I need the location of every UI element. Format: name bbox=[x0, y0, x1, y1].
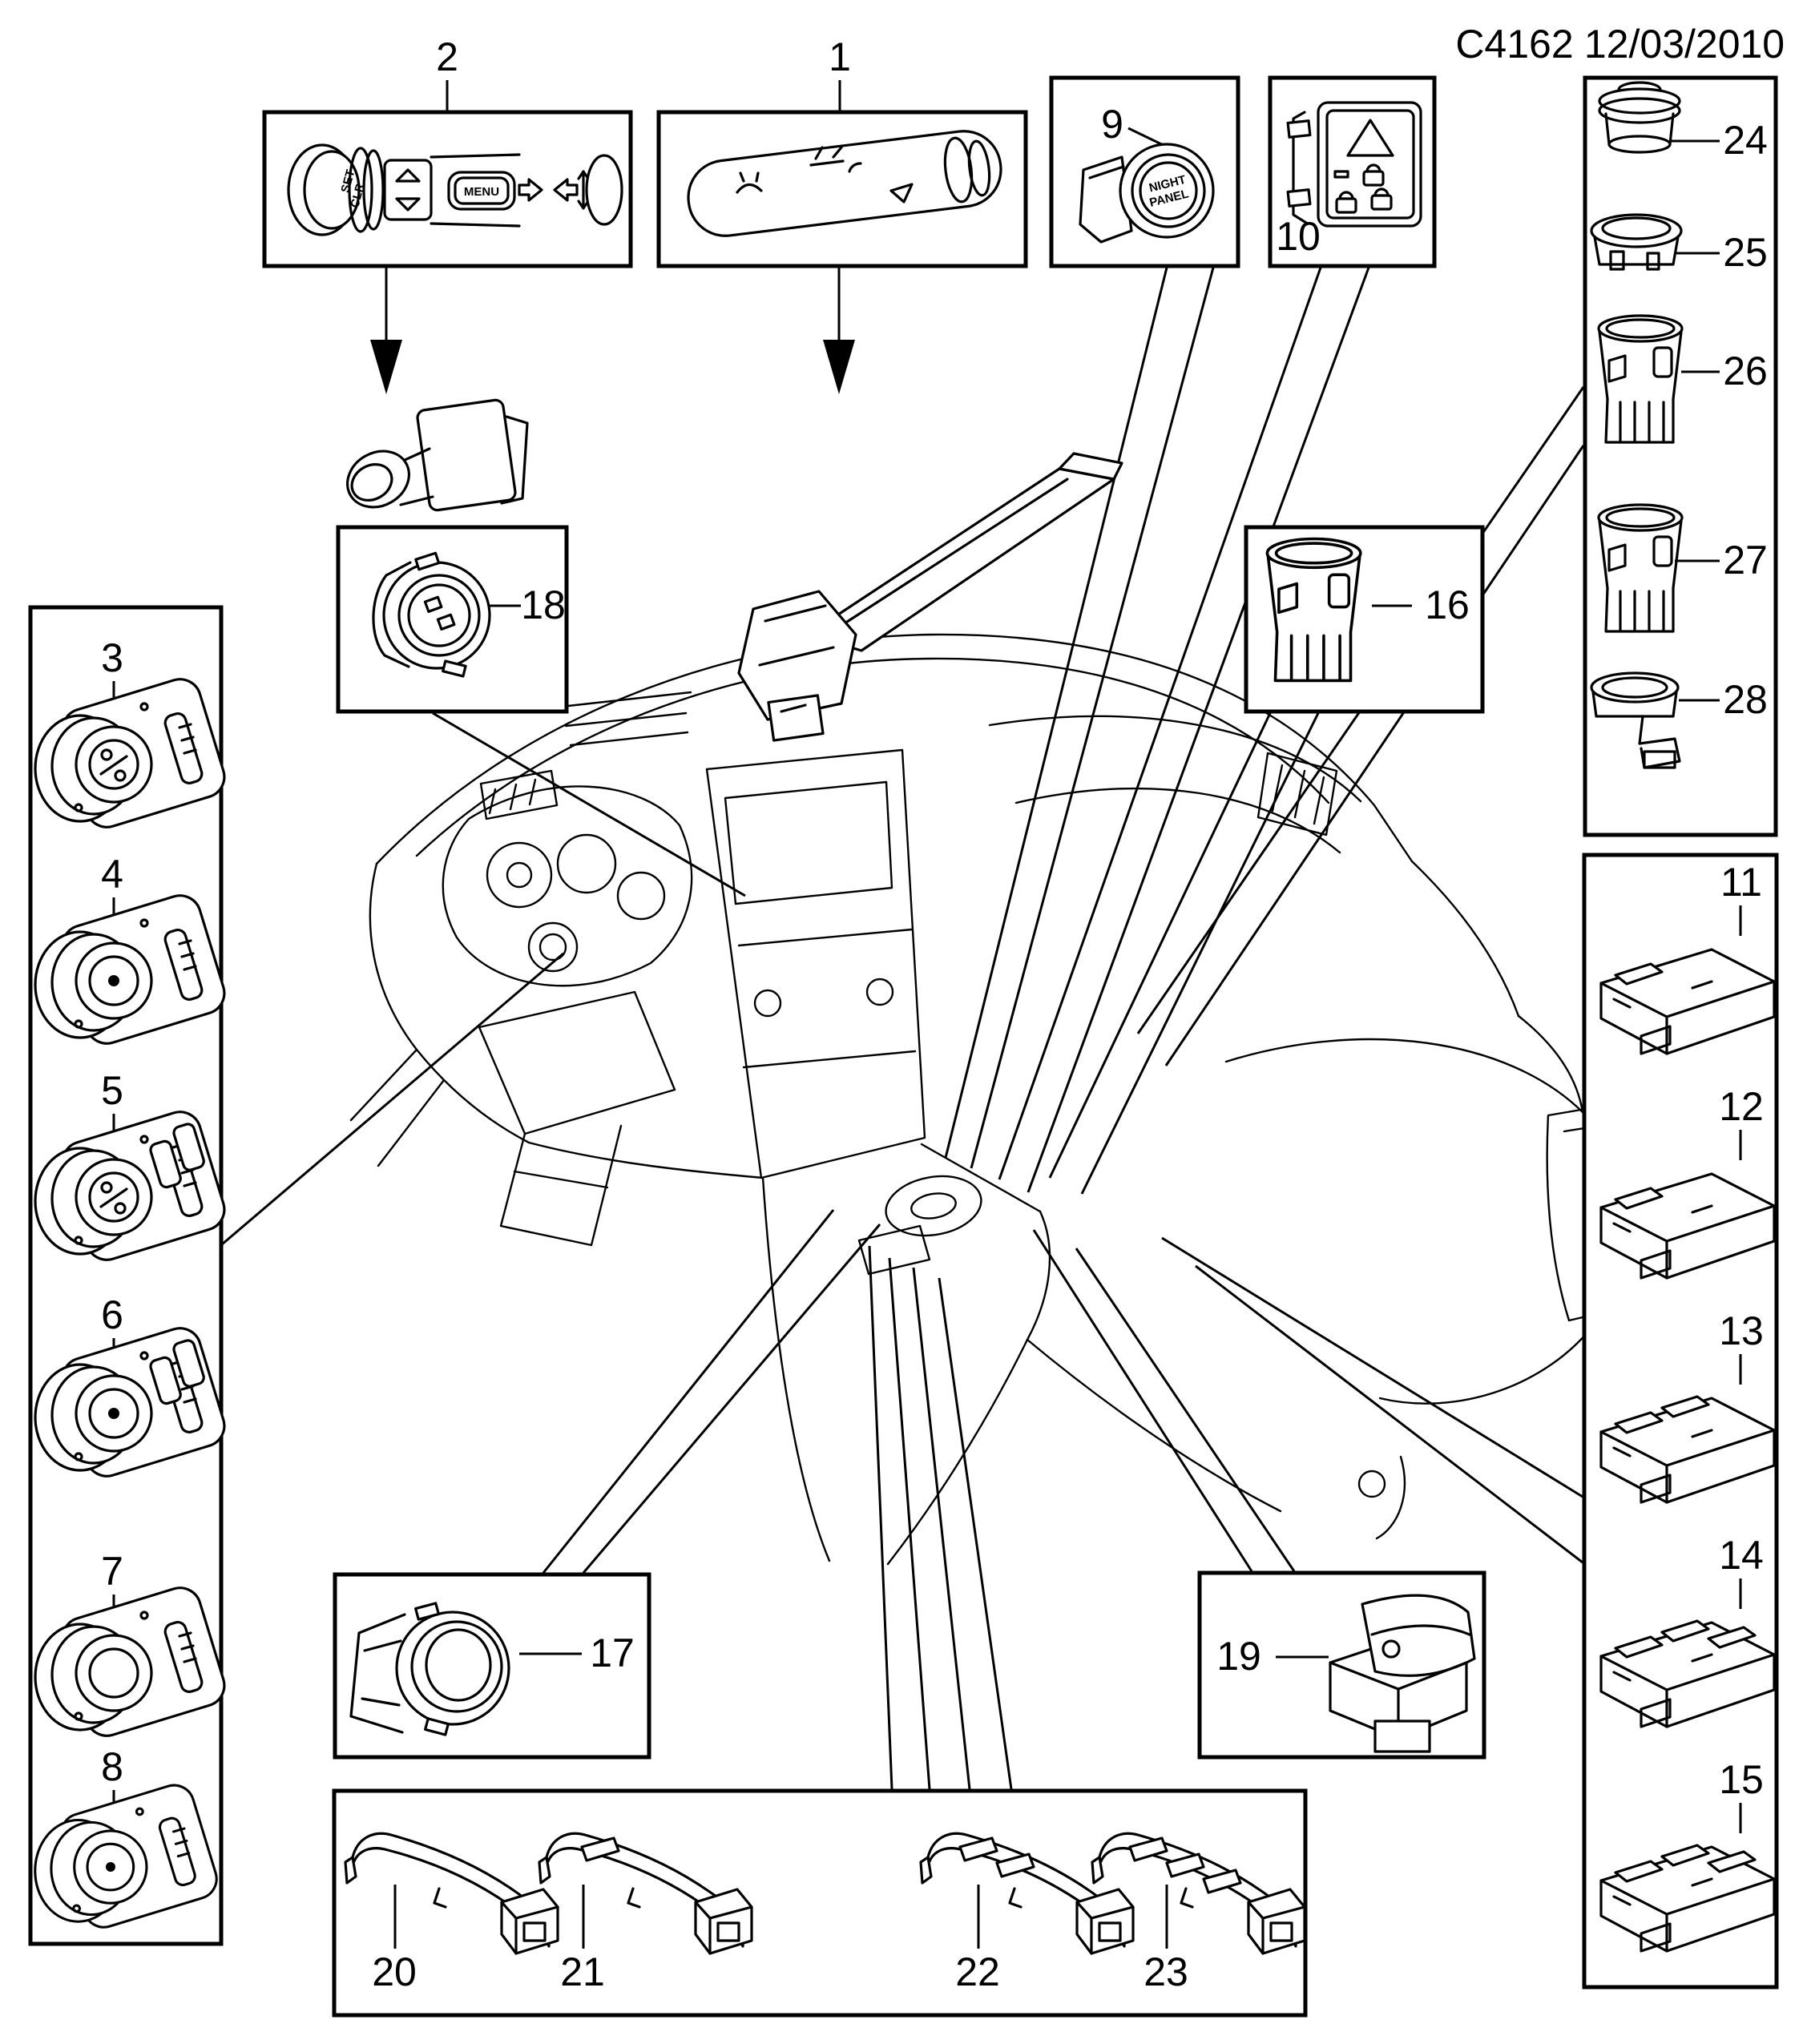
part-socket-cap bbox=[1590, 213, 1683, 271]
door-trim-group-box: 20 21 22 23 bbox=[332, 1788, 1308, 2018]
leader-lines bbox=[221, 267, 1585, 1790]
callout-1: 1 bbox=[656, 34, 1123, 742]
callout-2-label: 2 bbox=[436, 34, 458, 79]
instrument-cluster-hood bbox=[442, 785, 693, 987]
wiper-symbol-icon bbox=[809, 146, 862, 173]
callout-26-label: 26 bbox=[1723, 349, 1768, 393]
title-block: C4162 12/03/2010 bbox=[1455, 22, 1785, 67]
callout-19-label: 19 bbox=[1216, 1634, 1261, 1679]
callout-20-label: 20 bbox=[372, 1949, 417, 1994]
down-arrow-icon bbox=[823, 268, 855, 394]
padlock-icon bbox=[1370, 187, 1393, 211]
callout-13-label: 13 bbox=[1719, 1308, 1764, 1353]
center-stack bbox=[705, 748, 926, 1179]
stalk-set-text: SET bbox=[338, 168, 357, 195]
center-console bbox=[761, 1143, 1406, 1566]
washer-symbol-icon bbox=[736, 171, 763, 194]
twist-arrow-icon bbox=[577, 170, 590, 210]
part-column-switch-module bbox=[346, 398, 529, 512]
part-wiper-stalk-boxed bbox=[687, 130, 1002, 237]
callout-28-label: 28 bbox=[1723, 677, 1768, 722]
callout-6-label: 6 bbox=[101, 1292, 123, 1337]
steering-column bbox=[478, 921, 676, 1247]
callout-7-label: 7 bbox=[101, 1549, 123, 1594]
defroster-grille bbox=[559, 691, 692, 747]
instrument-gauges bbox=[486, 833, 666, 921]
callout-9-label: 9 bbox=[1101, 102, 1123, 147]
part-lighter-plug bbox=[1598, 81, 1681, 154]
callout-23-label: 23 bbox=[1144, 1949, 1188, 1994]
callout-4-label: 4 bbox=[101, 852, 123, 897]
left-arrow-icon bbox=[518, 178, 543, 202]
right-arrow-icon bbox=[553, 178, 579, 202]
padlock-icon bbox=[1362, 163, 1385, 187]
callout-14-label: 14 bbox=[1719, 1533, 1764, 1578]
key-slot-icon bbox=[1333, 170, 1349, 179]
part-esp-button bbox=[372, 551, 491, 678]
callout-1-label: 1 bbox=[829, 34, 851, 79]
part-single-window-switch bbox=[1329, 1594, 1476, 1753]
callout-18-label: 18 bbox=[521, 583, 566, 627]
left-air-vent bbox=[479, 769, 559, 820]
callout-22-label: 22 bbox=[955, 1949, 1000, 1994]
part-night-panel-button: NIGHT PANEL bbox=[1079, 143, 1215, 244]
callout-10: 10 bbox=[1268, 75, 1437, 268]
callout-25-label: 25 bbox=[1723, 230, 1768, 275]
callout-2: 2 SET CLR MENU bbox=[262, 34, 633, 512]
down-arrow-icon bbox=[370, 268, 402, 394]
callout-11-label: 11 bbox=[1720, 860, 1762, 905]
callout-21-label: 21 bbox=[560, 1949, 605, 1994]
dashboard-illustration bbox=[349, 633, 1712, 1566]
callout-10-label: 10 bbox=[1276, 214, 1321, 259]
callout-8-label: 8 bbox=[101, 1744, 123, 1789]
part-hazard-lock-panel bbox=[1286, 101, 1422, 228]
part-wiper-stalk-exploded bbox=[737, 452, 1123, 742]
callout-12-label: 12 bbox=[1719, 1084, 1764, 1129]
up-arrow-icon bbox=[395, 168, 421, 183]
lighter-parts-box: 24 25 26 27 28 bbox=[1583, 75, 1778, 837]
callout-16-label: 16 bbox=[1425, 583, 1470, 627]
callout-27-label: 27 bbox=[1723, 538, 1768, 583]
callout-15-label: 15 bbox=[1719, 1757, 1764, 1802]
down-arrow-outline-icon bbox=[395, 197, 421, 212]
menu-button-text: MENU bbox=[464, 185, 499, 199]
callout-5-label: 5 bbox=[101, 1068, 123, 1113]
right-air-vent bbox=[1256, 752, 1338, 837]
callout-9: 9 NIGHT PANEL bbox=[1049, 75, 1240, 268]
callout-3-label: 3 bbox=[101, 635, 123, 680]
callout-18: 18 bbox=[336, 525, 569, 714]
callout-24-label: 24 bbox=[1723, 118, 1768, 163]
part-retainer-ring bbox=[1590, 671, 1681, 769]
callout-17-label: 17 bbox=[590, 1631, 635, 1675]
hazard-triangle-icon bbox=[1346, 119, 1394, 157]
callout-16: 16 bbox=[1244, 525, 1485, 714]
drawing-code: C4162 bbox=[1455, 22, 1573, 67]
part-turn-signal-stalk: SET CLR MENU bbox=[287, 143, 623, 236]
callout-17: 17 bbox=[333, 1572, 651, 1760]
door-armrest bbox=[1224, 1014, 1631, 1405]
headlight-switch-group-box: 3 4 5 6 7 8 bbox=[28, 605, 231, 1946]
drawing-date: 12/03/2010 bbox=[1584, 22, 1785, 67]
part-push-button bbox=[349, 1602, 510, 1736]
callout-19: 19 bbox=[1197, 1570, 1486, 1760]
padlock-icon bbox=[1335, 191, 1357, 214]
window-switch-group-box: 11 12 13 14 15 bbox=[1582, 853, 1779, 1990]
